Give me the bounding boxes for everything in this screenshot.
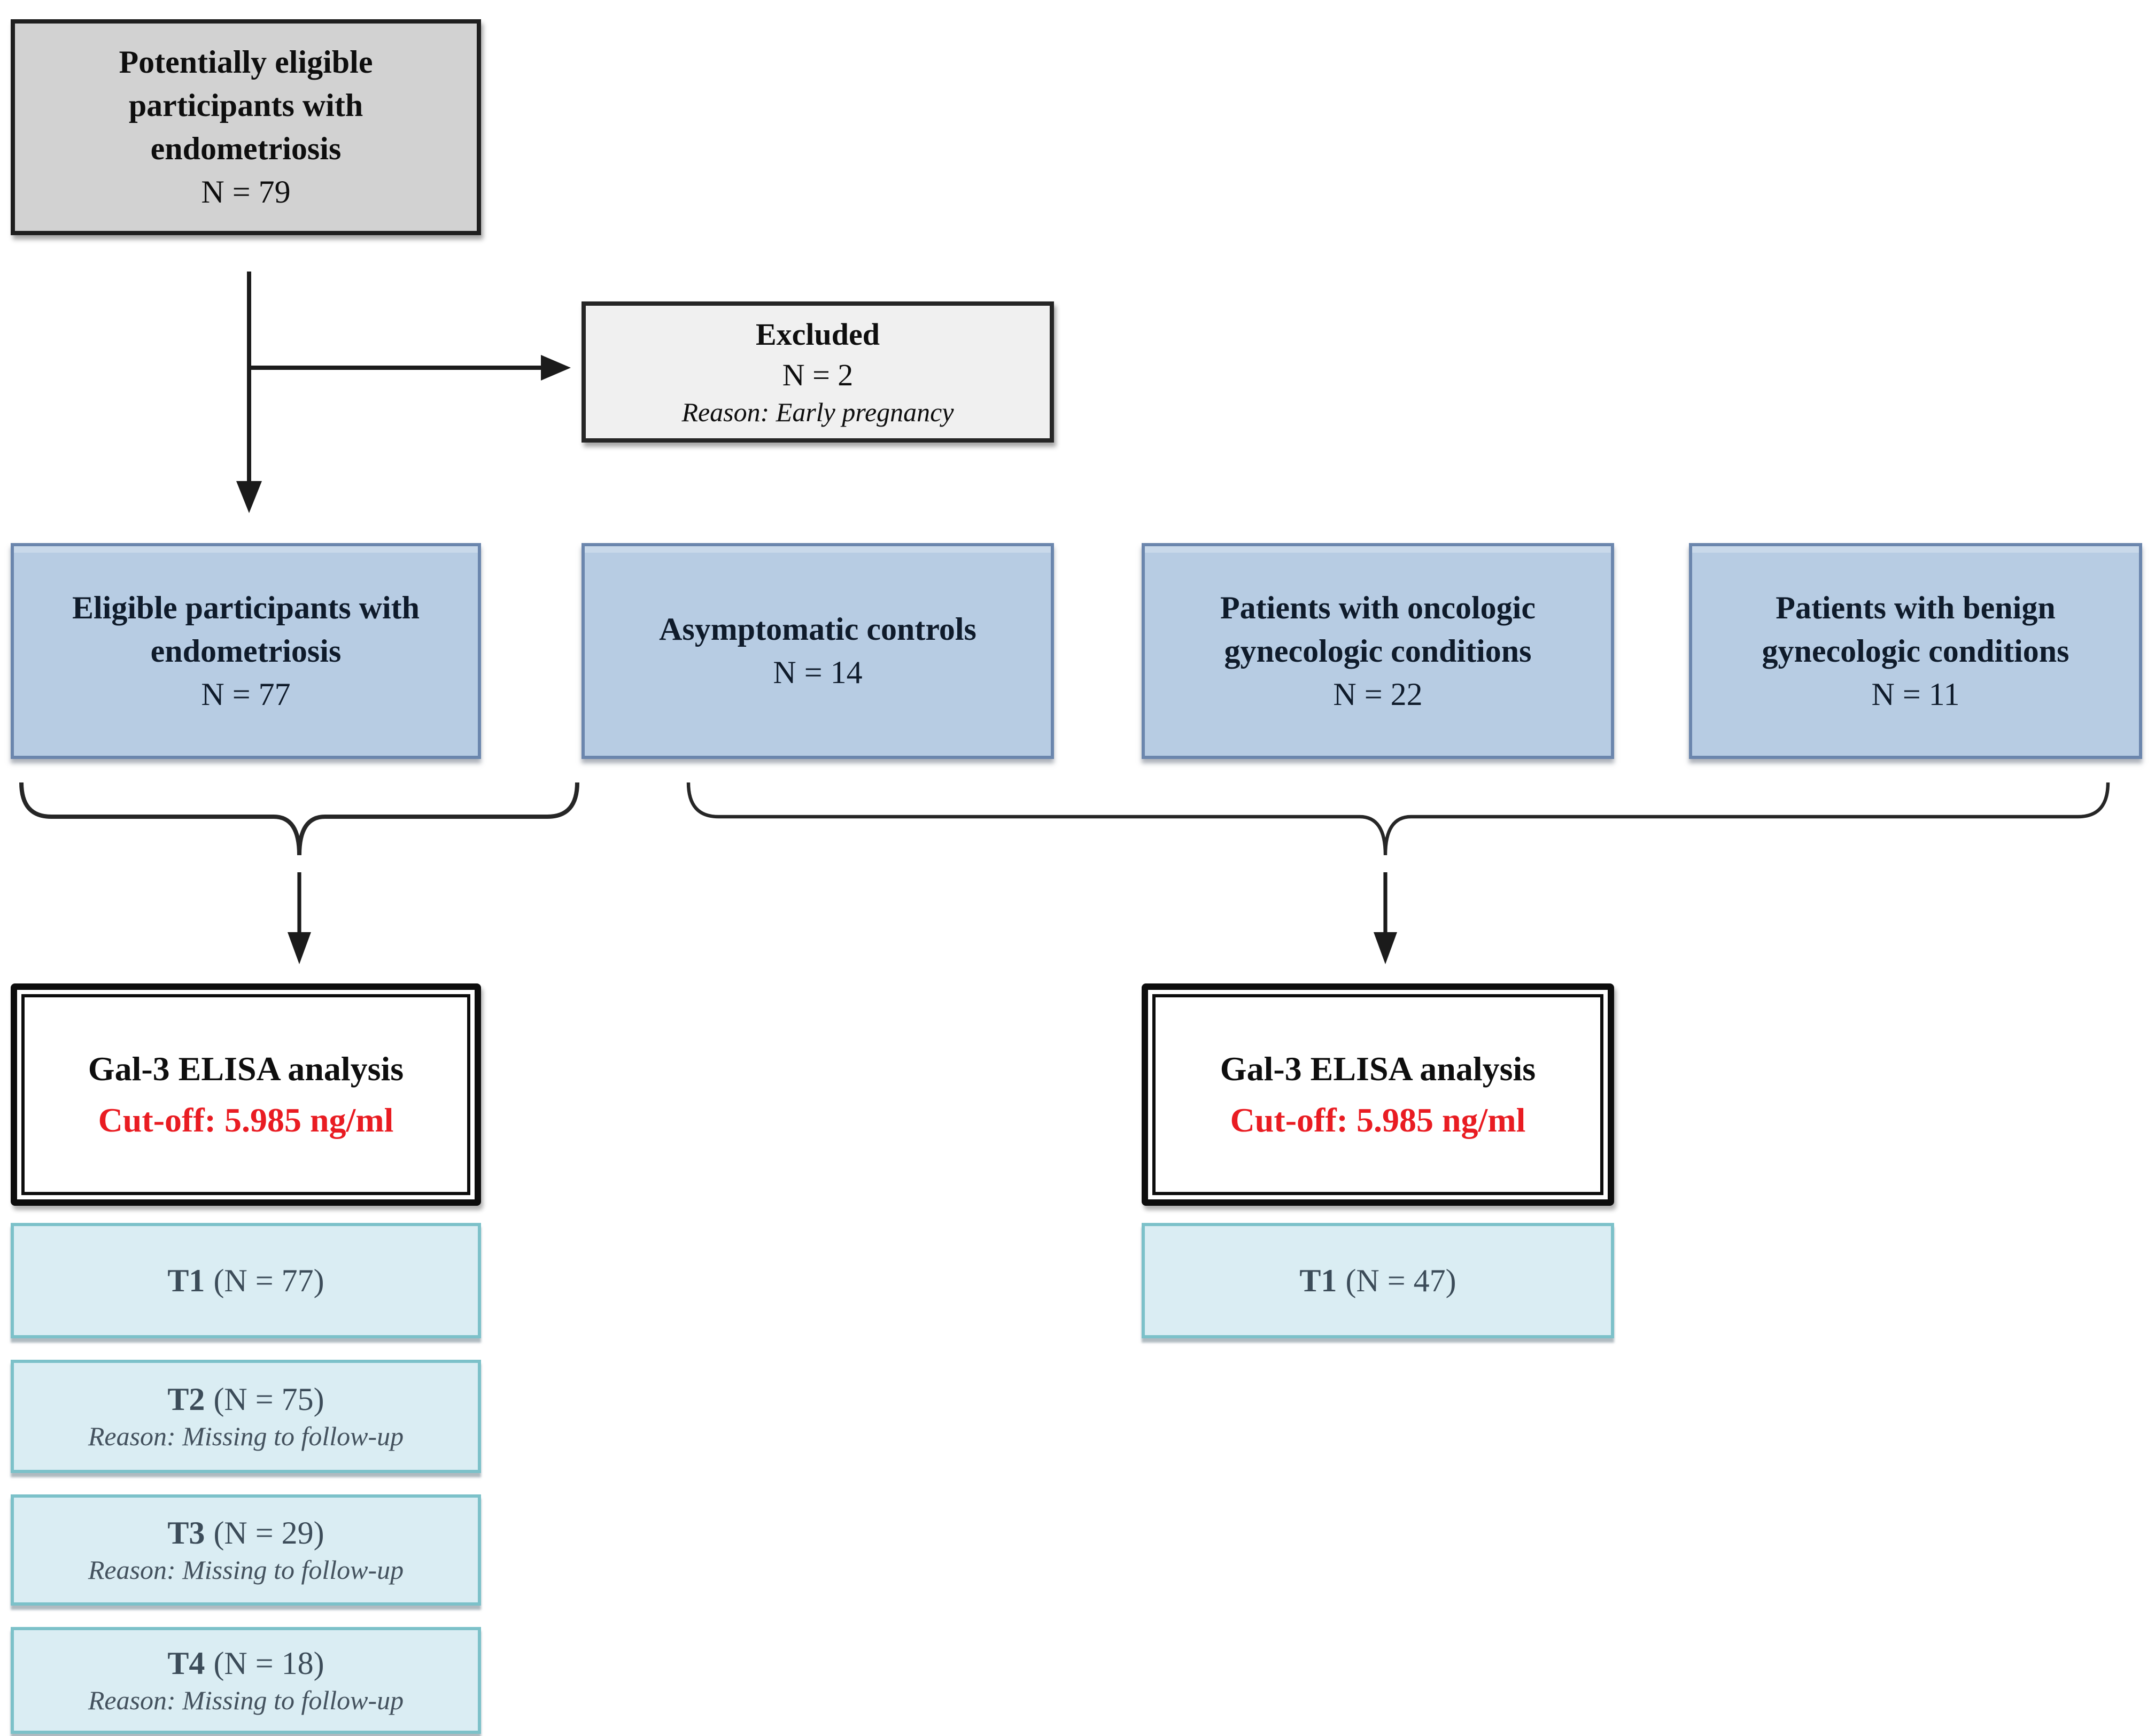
box-t4-left-reason: Reason: Missing to follow-up	[88, 1685, 404, 1716]
arrow-left-elisa	[288, 872, 311, 964]
box-t4-left-n: (N = 18)	[213, 1646, 324, 1681]
box-potentially-eligible: Potentially eligible participants with e…	[11, 19, 481, 235]
box-excluded-title: Excluded	[755, 317, 880, 352]
box-t1-left-label: T1	[167, 1262, 205, 1298]
box-t3-left-label: T3	[167, 1515, 205, 1551]
box-t1-right-n: (N = 47)	[1345, 1262, 1456, 1298]
box-asymptomatic-controls-title: Asymptomatic controls	[659, 611, 976, 647]
box-t1-left-n: (N = 77)	[213, 1262, 324, 1298]
brace-left-cohort	[19, 782, 579, 856]
box-elisa-right-cutoff: Cut-off: 5.985 ng/ml	[1230, 1101, 1526, 1139]
box-t2-left-line: T2(N = 75)	[167, 1380, 324, 1420]
box-t4-left: T4(N = 18) Reason: Missing to follow-up	[11, 1627, 481, 1734]
box-t2-left-n: (N = 75)	[213, 1382, 324, 1417]
box-oncologic-conditions: Patients with oncologic gynecologic cond…	[1142, 543, 1614, 759]
box-t1-right: T1(N = 47)	[1142, 1223, 1614, 1338]
box-eligible-endometriosis-title: Eligible participants with endometriosis	[72, 590, 420, 669]
box-excluded-reason: Reason: Early pregnancy	[681, 397, 954, 427]
box-t2-left: T2(N = 75) Reason: Missing to follow-up	[11, 1360, 481, 1473]
box-elisa-left-title: Gal-3 ELISA analysis	[88, 1050, 404, 1088]
box-oncologic-conditions-n: N = 22	[1333, 676, 1423, 712]
box-t1-right-line: T1(N = 47)	[1299, 1261, 1456, 1301]
box-t3-left: T3(N = 29) Reason: Missing to follow-up	[11, 1494, 481, 1606]
box-elisa-left-cutoff: Cut-off: 5.985 ng/ml	[98, 1101, 394, 1139]
box-asymptomatic-controls: Asymptomatic controls N = 14	[582, 543, 1054, 759]
box-t4-left-label: T4	[167, 1646, 205, 1681]
arrow-branch-excluded	[249, 355, 571, 381]
box-eligible-endometriosis-n: N = 77	[201, 676, 291, 712]
box-t1-left-line: T1(N = 77)	[167, 1261, 324, 1301]
box-potentially-eligible-n: N = 79	[201, 174, 291, 210]
box-t3-left-reason: Reason: Missing to follow-up	[88, 1555, 404, 1585]
box-benign-conditions-title: Patients with benign gynecologic conditi…	[1762, 590, 2069, 669]
box-elisa-left-inner: Gal-3 ELISA analysis Cut-off: 5.985 ng/m…	[21, 994, 470, 1195]
box-t4-left-line: T4(N = 18)	[167, 1644, 324, 1684]
box-t3-left-n: (N = 29)	[213, 1515, 324, 1551]
arrow-top-down	[236, 272, 262, 513]
box-t3-left-line: T3(N = 29)	[167, 1513, 324, 1553]
box-oncologic-conditions-title: Patients with oncologic gynecologic cond…	[1220, 590, 1536, 669]
box-excluded-n: N = 2	[782, 357, 854, 392]
box-t2-left-reason: Reason: Missing to follow-up	[88, 1421, 404, 1452]
brace-comparison-groups	[686, 782, 2110, 856]
box-excluded: Excluded N = 2 Reason: Early pregnancy	[582, 301, 1054, 443]
box-t2-left-label: T2	[167, 1382, 205, 1417]
arrow-right-elisa	[1374, 872, 1397, 964]
box-elisa-right: Gal-3 ELISA analysis Cut-off: 5.985 ng/m…	[1142, 983, 1614, 1206]
box-benign-conditions-n: N = 11	[1871, 676, 1960, 712]
box-elisa-right-inner: Gal-3 ELISA analysis Cut-off: 5.985 ng/m…	[1152, 994, 1603, 1195]
box-eligible-endometriosis: Eligible participants with endometriosis…	[11, 543, 481, 759]
box-asymptomatic-controls-n: N = 14	[773, 655, 863, 690]
box-elisa-right-title: Gal-3 ELISA analysis	[1220, 1050, 1536, 1088]
box-potentially-eligible-title: Potentially eligible participants with e…	[119, 44, 373, 166]
box-t1-left: T1(N = 77)	[11, 1223, 481, 1338]
box-elisa-left: Gal-3 ELISA analysis Cut-off: 5.985 ng/m…	[11, 983, 481, 1206]
box-benign-conditions: Patients with benign gynecologic conditi…	[1689, 543, 2142, 759]
box-t1-right-label: T1	[1299, 1262, 1337, 1298]
